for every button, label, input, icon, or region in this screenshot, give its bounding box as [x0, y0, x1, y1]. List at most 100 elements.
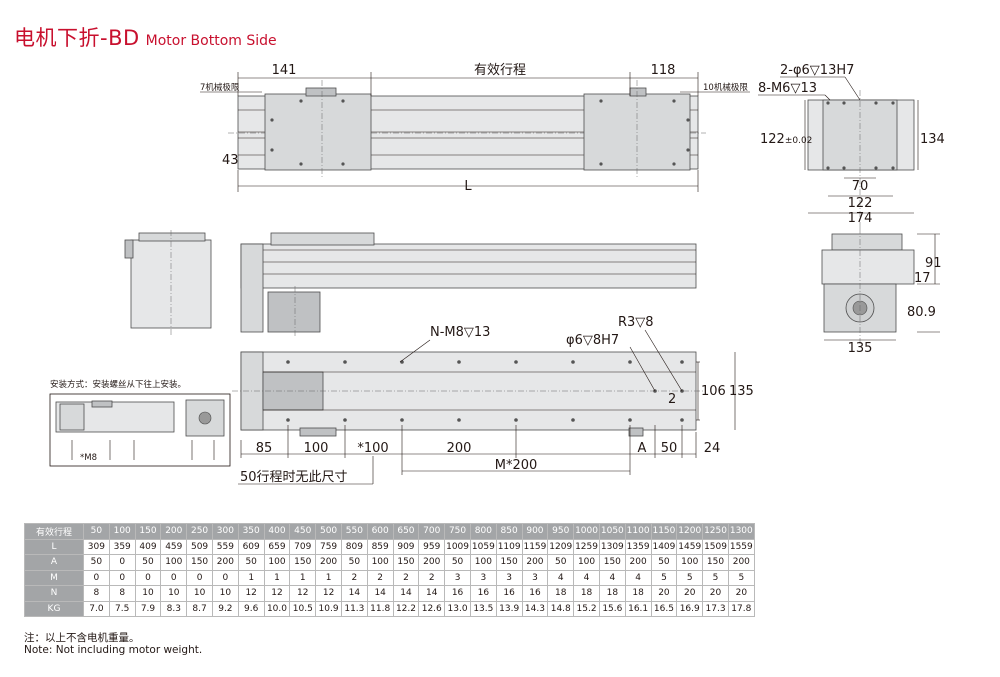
table-cell: 0: [108, 554, 136, 571]
table-header-cell: 850: [495, 523, 523, 540]
table-cell: 15.2: [573, 600, 600, 617]
table-cell: 2: [340, 569, 368, 586]
table-cell: 12: [289, 585, 317, 602]
table-header-cell: 1250: [702, 523, 729, 540]
table-cell: 20: [727, 585, 755, 602]
table-cell: 4: [547, 569, 575, 586]
table-header-cell: 950: [547, 523, 575, 540]
table-cell: 14.8: [547, 600, 575, 617]
table-cell: 50: [83, 554, 110, 571]
table-cell: 14: [418, 585, 446, 602]
table-cell: 359: [108, 538, 136, 555]
table-cell: 559: [211, 538, 239, 555]
dim-200: 200: [447, 441, 472, 456]
table-cell: 9.6: [237, 600, 265, 617]
table-row-label: N: [24, 585, 84, 602]
side-end-rail: [821, 249, 915, 285]
table-cell: 0: [83, 569, 110, 586]
table-cell: 14: [366, 585, 394, 602]
dim-122-tol: 122±0.02: [760, 132, 812, 147]
table-header-cell: 400: [263, 523, 291, 540]
table-cell: 10: [186, 585, 213, 602]
table-cell: 200: [315, 554, 342, 571]
table-cell: 20: [650, 585, 678, 602]
table-cell: 12: [263, 585, 291, 602]
table-cell: 100: [366, 554, 394, 571]
table-cell: 50: [237, 554, 265, 571]
table-cell: 10: [134, 585, 162, 602]
table-cell: 959: [418, 538, 446, 555]
dim-43: 43: [222, 153, 239, 168]
table-cell: 1: [263, 569, 291, 586]
table-header-cell: 200: [160, 523, 188, 540]
dim-17: 17: [914, 271, 931, 286]
table-cell: 13.0: [444, 600, 471, 617]
table-cell: 10.0: [263, 600, 291, 617]
table-cell: 4: [573, 569, 600, 586]
table-cell: 18: [573, 585, 600, 602]
table-header-cell: 1150: [650, 523, 678, 540]
table-header-cell: 1200: [676, 523, 704, 540]
side-rail: [240, 243, 697, 289]
table-row-label: L: [24, 538, 84, 555]
table-row-label: KG: [24, 600, 84, 617]
table-cell: 709: [289, 538, 317, 555]
table-cell: 0: [211, 569, 239, 586]
dim-118: 118: [651, 63, 676, 78]
table-cell: 809: [340, 538, 368, 555]
table-cell: 10.5: [289, 600, 317, 617]
table-header-cell: 700: [418, 523, 446, 540]
dim-100: 100: [304, 441, 329, 456]
title-english: Motor Bottom Side: [145, 33, 277, 49]
table-header-cell: 150: [134, 523, 162, 540]
table-cell: 18: [598, 585, 626, 602]
table-cell: 3: [495, 569, 523, 586]
install-screw: *M8: [80, 453, 97, 463]
table-cell: 50: [650, 554, 678, 571]
table-cell: 1409: [650, 538, 678, 555]
table-cell: 3: [444, 569, 471, 586]
table-cell: 4: [624, 569, 652, 586]
table-cell: 7.9: [134, 600, 162, 617]
table-cell: 1: [315, 569, 342, 586]
table-cell: 100: [469, 554, 497, 571]
table-cell: 16.1: [624, 600, 652, 617]
table-cell: 150: [289, 554, 317, 571]
table-cell: 1209: [547, 538, 575, 555]
table-cell: 2: [418, 569, 446, 586]
table-cell: 7.5: [108, 600, 136, 617]
table-header-cell: 600: [366, 523, 394, 540]
dim-80-9: 80.9: [907, 305, 936, 320]
bottom-view: N-M8▽13 R3▽8 φ6▽8H7 2 106 135 85 100 *10…: [232, 315, 754, 485]
table-cell: 200: [211, 554, 239, 571]
table-cell: 1159: [521, 538, 549, 555]
table-header-cell: 300: [211, 523, 239, 540]
table-cell: 509: [186, 538, 213, 555]
table-header-cell: 50: [83, 523, 110, 540]
table-cell: 100: [676, 554, 704, 571]
table-cell: 12: [315, 585, 342, 602]
table-cell: 759: [315, 538, 342, 555]
table-cell: 100: [160, 554, 188, 571]
dim-91: 91: [925, 256, 942, 271]
table-header-cell: 350: [237, 523, 265, 540]
table-cell: 459: [160, 538, 188, 555]
dim-106: 106: [701, 384, 726, 399]
table-cell: 16: [444, 585, 471, 602]
table-header-cell: 1050: [598, 523, 626, 540]
title-chinese: 电机下折-BD: [14, 26, 140, 50]
table-cell: 909: [392, 538, 420, 555]
table-header-cell: 1300: [727, 523, 755, 540]
n-m8-callout: N-M8▽13: [430, 325, 490, 340]
table-cell: 1109: [495, 538, 523, 555]
table-cell: 0: [160, 569, 188, 586]
table-cell: 14: [340, 585, 368, 602]
table-header-cell: 1000: [573, 523, 600, 540]
table-cell: 9.2: [211, 600, 239, 617]
table-cell: 659: [263, 538, 291, 555]
drawing-canvas: 141 有效行程 118 7机械极限 10机械极限 43 L 2-φ6▽13H7…: [49, 63, 945, 485]
dim-50: 50: [661, 441, 678, 456]
